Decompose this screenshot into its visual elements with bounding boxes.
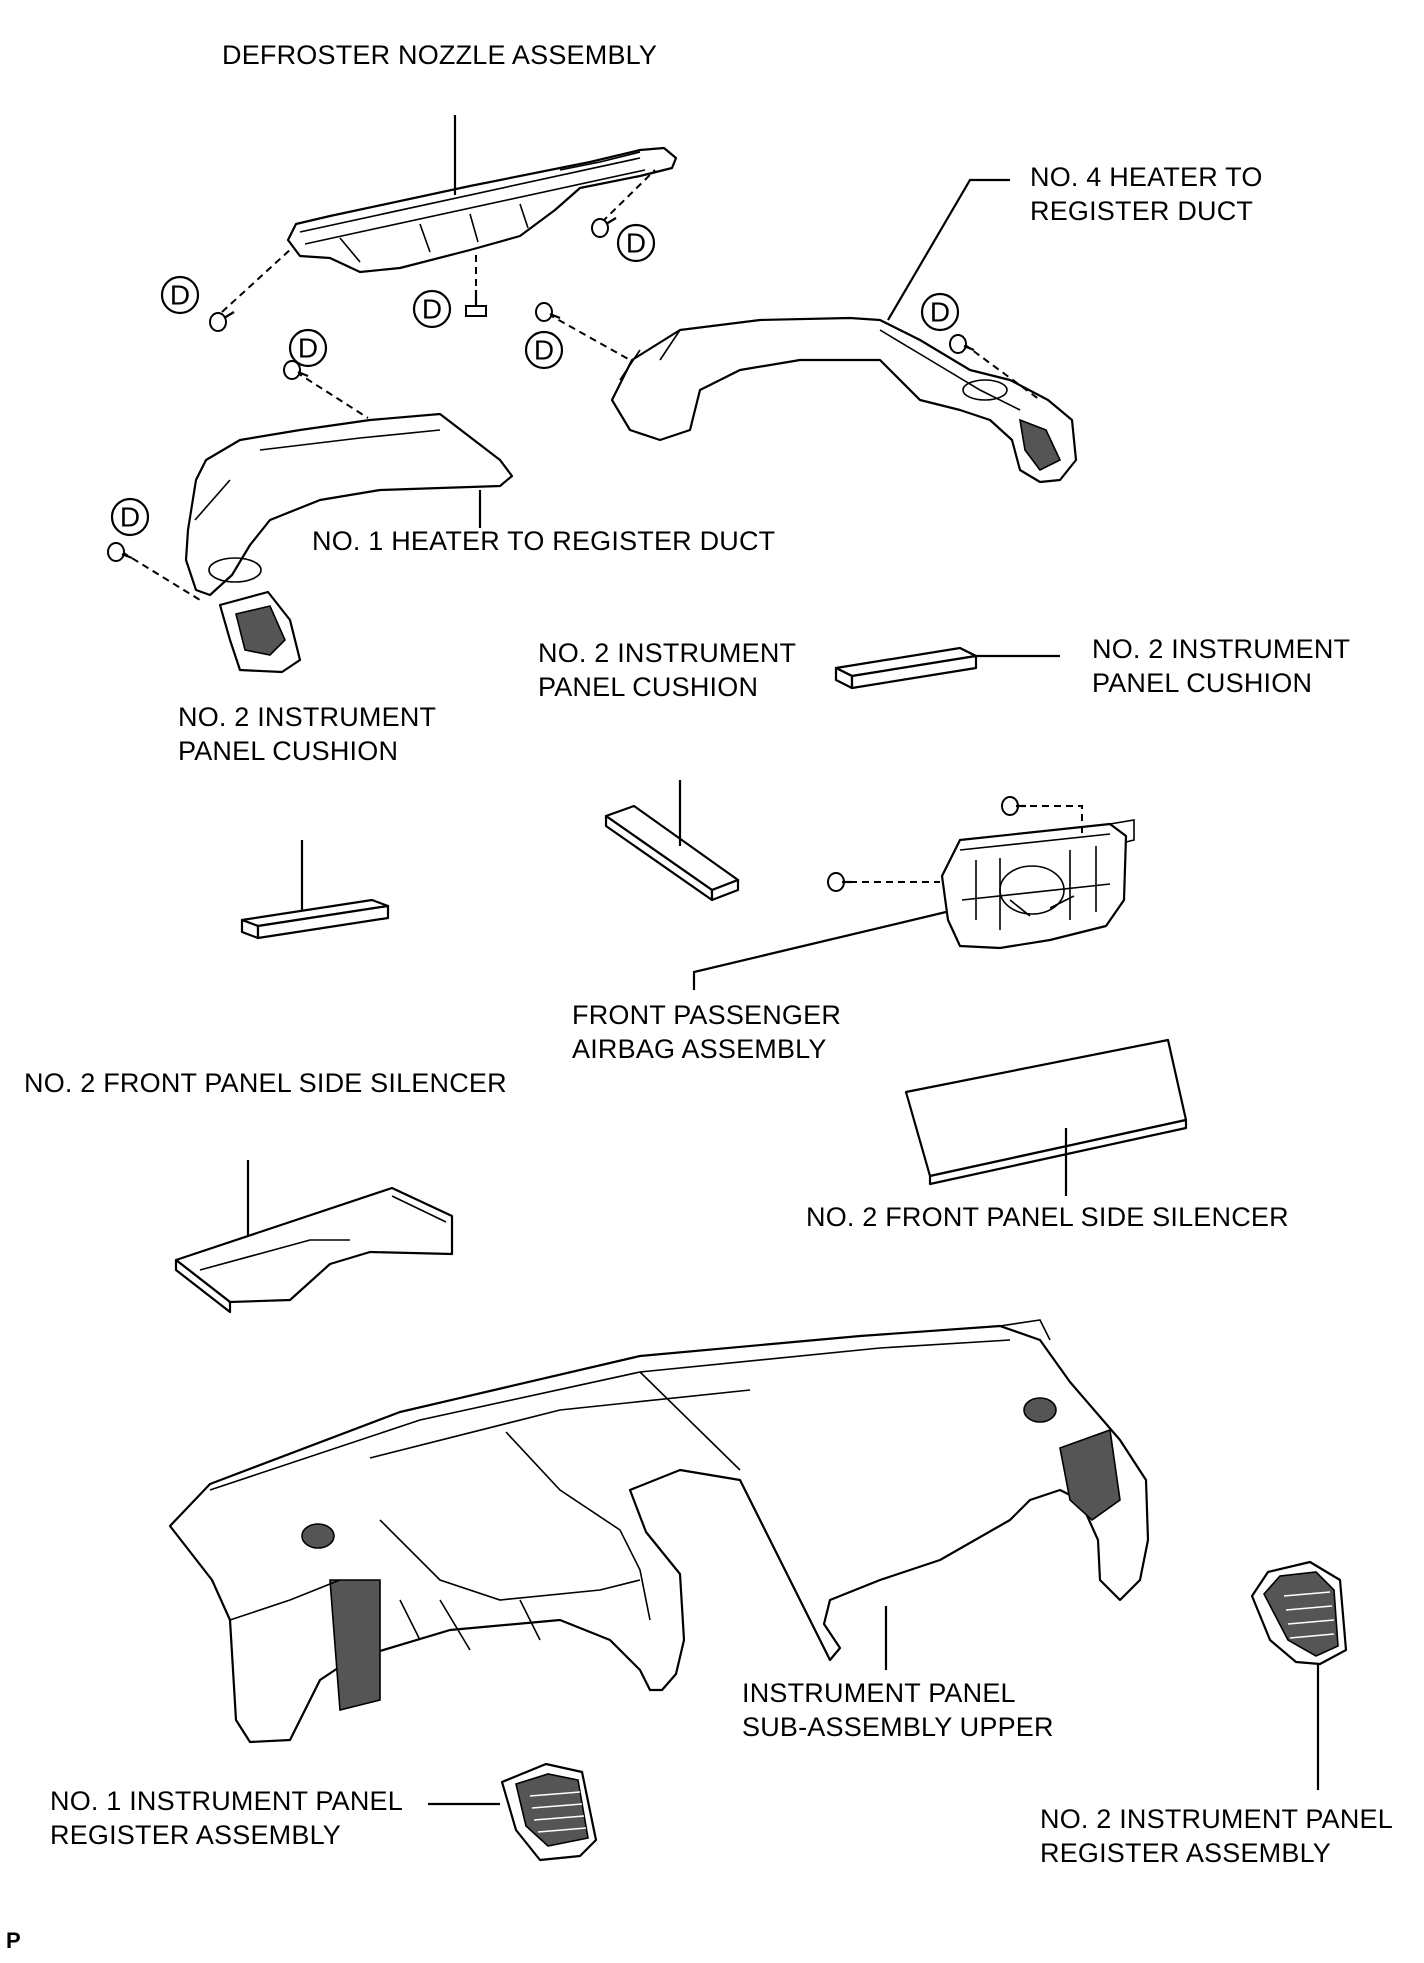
cushion-center-label: NO. 2 INSTRUMENT PANEL CUSHION bbox=[538, 638, 797, 702]
defroster-nozzle-label: DEFROSTER NOZZLE ASSEMBLY bbox=[222, 40, 658, 70]
bolt-icon bbox=[283, 360, 309, 380]
bolt-icon bbox=[827, 872, 852, 892]
no4-bolt-line-right bbox=[963, 343, 1041, 401]
airbag-leader-line bbox=[692, 910, 947, 990]
cushion-center-part bbox=[604, 804, 740, 902]
bolt-icon bbox=[465, 290, 487, 317]
no1-duct-label: NO. 1 HEATER TO REGISTER DUCT bbox=[312, 526, 776, 556]
svg-text:D: D bbox=[930, 297, 950, 328]
defroster-nozzle-part bbox=[286, 146, 678, 274]
callout-d-6: D bbox=[288, 328, 328, 368]
callout-d-2: D bbox=[616, 223, 656, 263]
airbag-part bbox=[940, 819, 1135, 950]
no1-duct-part bbox=[184, 412, 514, 674]
svg-text:D: D bbox=[534, 335, 554, 366]
no4-bolt-line-left bbox=[547, 313, 631, 361]
no1-bolt-line-left bbox=[121, 551, 201, 601]
cushion-right-part bbox=[834, 646, 978, 690]
defroster-bolt-line-left bbox=[221, 247, 293, 313]
register-no2-label: NO. 2 INSTRUMENT PANEL REGISTER ASSEMBLY bbox=[1040, 1804, 1393, 1868]
no4-duct-part bbox=[610, 316, 1078, 484]
footer-code: P bbox=[6, 1928, 21, 1953]
instrument-panel-upper-part bbox=[168, 1319, 1150, 1744]
bolt-icon bbox=[1001, 796, 1026, 816]
bolt-icon bbox=[949, 334, 975, 354]
silencer-right-part bbox=[904, 1038, 1188, 1186]
svg-text:D: D bbox=[120, 502, 140, 533]
register-no1-label: NO. 1 INSTRUMENT PANEL REGISTER ASSEMBLY bbox=[50, 1786, 403, 1850]
silencer-left-part bbox=[174, 1186, 454, 1314]
svg-text:D: D bbox=[298, 333, 318, 364]
airbag-bolt-line-top bbox=[1018, 805, 1083, 836]
bolt-icon bbox=[107, 542, 133, 562]
panel-upper-label: INSTRUMENT PANEL SUB-ASSEMBLY UPPER bbox=[742, 1678, 1054, 1742]
cushion-right-label: NO. 2 INSTRUMENT PANEL CUSHION bbox=[1092, 634, 1351, 698]
airbag-label: FRONT PASSENGER AIRBAG ASSEMBLY bbox=[572, 1000, 842, 1064]
callout-d-5: D bbox=[920, 292, 960, 332]
register-no2-part bbox=[1250, 1560, 1348, 1666]
register-no1-part bbox=[500, 1762, 598, 1862]
silencer-left-label: NO. 2 FRONT PANEL SIDE SILENCER bbox=[24, 1068, 507, 1098]
no4-duct-leader-line bbox=[887, 178, 1010, 321]
callout-d-4: D bbox=[524, 330, 564, 370]
defroster-bolt-line-right bbox=[601, 169, 656, 223]
svg-text:D: D bbox=[422, 294, 442, 325]
cushion-left-label: NO. 2 INSTRUMENT PANEL CUSHION bbox=[178, 702, 437, 766]
svg-text:D: D bbox=[626, 228, 646, 259]
callout-d-7: D bbox=[110, 497, 150, 537]
bolt-icon bbox=[209, 311, 235, 332]
no1-bolt-line-top bbox=[295, 371, 369, 419]
svg-text:D: D bbox=[170, 280, 190, 311]
bolt-icon bbox=[535, 302, 561, 322]
cushion-left-part bbox=[240, 898, 390, 940]
silencer-right-label: NO. 2 FRONT PANEL SIDE SILENCER bbox=[806, 1202, 1289, 1232]
callout-d-1: D bbox=[160, 275, 200, 315]
bolt-icon bbox=[591, 217, 617, 238]
no4-duct-label: NO. 4 HEATER TO REGISTER DUCT bbox=[1030, 162, 1263, 226]
callout-d-3: D bbox=[412, 289, 452, 329]
